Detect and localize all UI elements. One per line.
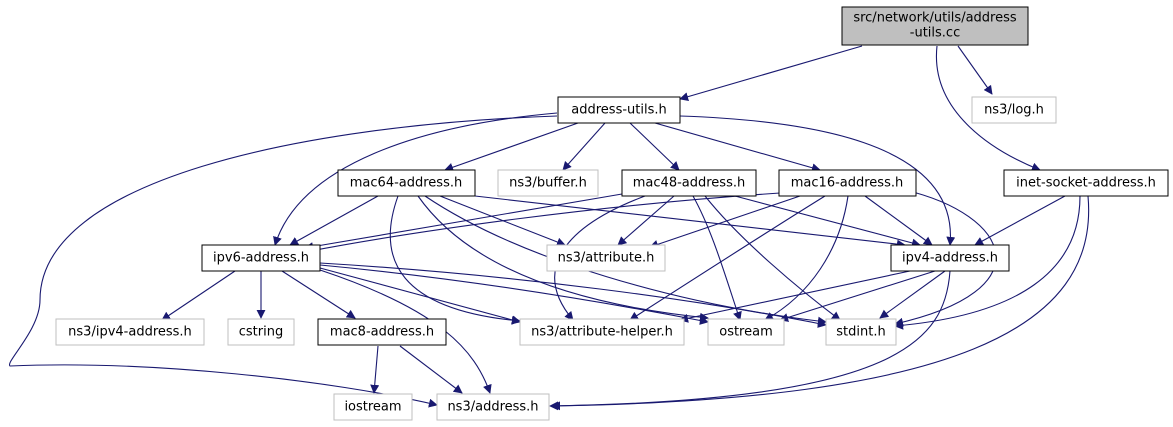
node-ns3-attribute-h-label: ns3/attribute.h bbox=[558, 251, 655, 266]
node-iostream[interactable]: iostream bbox=[333, 393, 413, 421]
edges bbox=[9, 45, 1090, 411]
node-mac16-address-h-label: mac16-address.h bbox=[791, 176, 903, 191]
edge-ipv4-ostream bbox=[779, 270, 936, 322]
node-ipv4-address-h[interactable]: ipv4-address.h bbox=[890, 244, 1010, 272]
edge-address-utils-mac48 bbox=[629, 122, 680, 171]
node-root-file-line1: src/network/utils/address bbox=[853, 11, 1017, 26]
node-mac64-address-h[interactable]: mac64-address.h bbox=[337, 169, 476, 197]
node-ostream-label: ostream bbox=[719, 325, 773, 340]
edge-ipv6-attr-helper bbox=[319, 267, 521, 325]
node-ostream[interactable]: ostream bbox=[707, 318, 785, 346]
node-mac48-address-h[interactable]: mac48-address.h bbox=[621, 169, 757, 197]
edge-mac64-ipv6 bbox=[289, 195, 379, 246]
edge-address-utils-ns3-address bbox=[9, 115, 558, 408]
node-ns3-buffer-h-label: ns3/buffer.h bbox=[509, 176, 587, 191]
node-ns3-log-h[interactable]: ns3/log.h bbox=[971, 96, 1057, 124]
edge-mac48-ipv4 bbox=[734, 195, 921, 248]
node-stdint-h-label: stdint.h bbox=[836, 325, 885, 340]
edge-ipv4-ns3-address bbox=[551, 270, 951, 411]
edge-mac8-ns3-address bbox=[399, 345, 463, 394]
node-ipv6-address-h-label: ipv6-address.h bbox=[213, 251, 309, 266]
edge-mac48-attribute bbox=[617, 195, 675, 246]
edge-inet-ns3-address bbox=[549, 195, 1090, 411]
edge-mac48-stdint bbox=[704, 195, 841, 321]
node-ns3-address-h[interactable]: ns3/address.h bbox=[436, 393, 550, 421]
edge-address-utils-buffer bbox=[562, 122, 606, 171]
nodes: src/network/utils/address -utils.cc addr… bbox=[55, 6, 1169, 421]
edge-ipv6-mac8 bbox=[281, 270, 356, 319]
edge-mac48-ipv6 bbox=[304, 193, 623, 252]
edge-root-inet-socket bbox=[935, 45, 1041, 172]
edge-address-utils-ipv4 bbox=[679, 115, 956, 246]
edge-address-utils-mac16 bbox=[654, 122, 821, 173]
node-iostream-label: iostream bbox=[344, 400, 401, 415]
node-inet-socket-address-h-label: inet-socket-address.h bbox=[1016, 176, 1156, 191]
edge-ipv6-ostream bbox=[319, 264, 709, 325]
node-ns3-ipv4-address-h-label: ns3/ipv4-address.h bbox=[68, 325, 192, 340]
node-ns3-buffer-h[interactable]: ns3/buffer.h bbox=[497, 169, 599, 197]
edge-inet-stdint bbox=[894, 195, 1081, 330]
node-cstring-label: cstring bbox=[239, 325, 283, 340]
node-mac8-address-h-label: mac8-address.h bbox=[330, 325, 434, 340]
edge-mac64-ipv4 bbox=[474, 195, 906, 249]
node-address-utils-h-label: address-utils.h bbox=[571, 103, 666, 118]
edge-ipv4-attr-helper bbox=[679, 270, 911, 323]
edge-mac48-ostream bbox=[692, 195, 742, 321]
edge-mac16-attribute bbox=[649, 195, 801, 249]
edge-address-utils-ipv6 bbox=[273, 112, 558, 246]
node-ns3-address-h-label: ns3/address.h bbox=[447, 400, 538, 415]
edge-mac64-ostream bbox=[417, 195, 709, 322]
edge-ipv6-ns3-ipv4 bbox=[161, 270, 236, 321]
edge-mac8-iostream bbox=[370, 345, 380, 394]
node-ipv4-address-h-label: ipv4-address.h bbox=[902, 251, 998, 266]
edge-mac16-ipv6 bbox=[304, 192, 781, 255]
node-inet-socket-address-h[interactable]: inet-socket-address.h bbox=[1003, 169, 1169, 197]
node-mac8-address-h[interactable]: mac8-address.h bbox=[317, 318, 447, 346]
node-root-file[interactable]: src/network/utils/address -utils.cc bbox=[841, 6, 1029, 46]
edge-mac16-attr-helper bbox=[629, 195, 826, 321]
edge-mac64-attr-helper bbox=[389, 195, 521, 325]
edge-address-utils-mac64 bbox=[444, 122, 579, 172]
node-mac64-address-h-label: mac64-address.h bbox=[350, 176, 462, 191]
node-cstring[interactable]: cstring bbox=[227, 318, 295, 346]
edge-ipv4-stdint bbox=[879, 270, 946, 319]
node-stdint-h[interactable]: stdint.h bbox=[825, 318, 897, 346]
node-ipv6-address-h[interactable]: ipv6-address.h bbox=[201, 244, 321, 272]
node-mac16-address-h[interactable]: mac16-address.h bbox=[778, 169, 917, 197]
node-address-utils-h[interactable]: address-utils.h bbox=[557, 96, 681, 124]
node-ns3-attribute-helper-h[interactable]: ns3/attribute-helper.h bbox=[519, 318, 685, 346]
edge-root-log bbox=[957, 45, 993, 95]
node-ns3-ipv4-address-h[interactable]: ns3/ipv4-address.h bbox=[55, 318, 205, 346]
node-ns3-attribute-helper-h-label: ns3/attribute-helper.h bbox=[531, 325, 673, 340]
edge-mac16-ostream bbox=[764, 195, 849, 321]
node-root-file-line2: -utils.cc bbox=[910, 26, 960, 41]
edge-inet-ipv4 bbox=[974, 195, 1066, 246]
edge-ipv6-stdint bbox=[319, 262, 827, 328]
node-mac48-address-h-label: mac48-address.h bbox=[633, 176, 745, 191]
node-ns3-log-h-label: ns3/log.h bbox=[984, 103, 1044, 118]
edge-mac16-ipv4 bbox=[864, 195, 933, 246]
node-ns3-attribute-h[interactable]: ns3/attribute.h bbox=[546, 244, 666, 272]
edge-root-address-utils bbox=[679, 45, 863, 102]
